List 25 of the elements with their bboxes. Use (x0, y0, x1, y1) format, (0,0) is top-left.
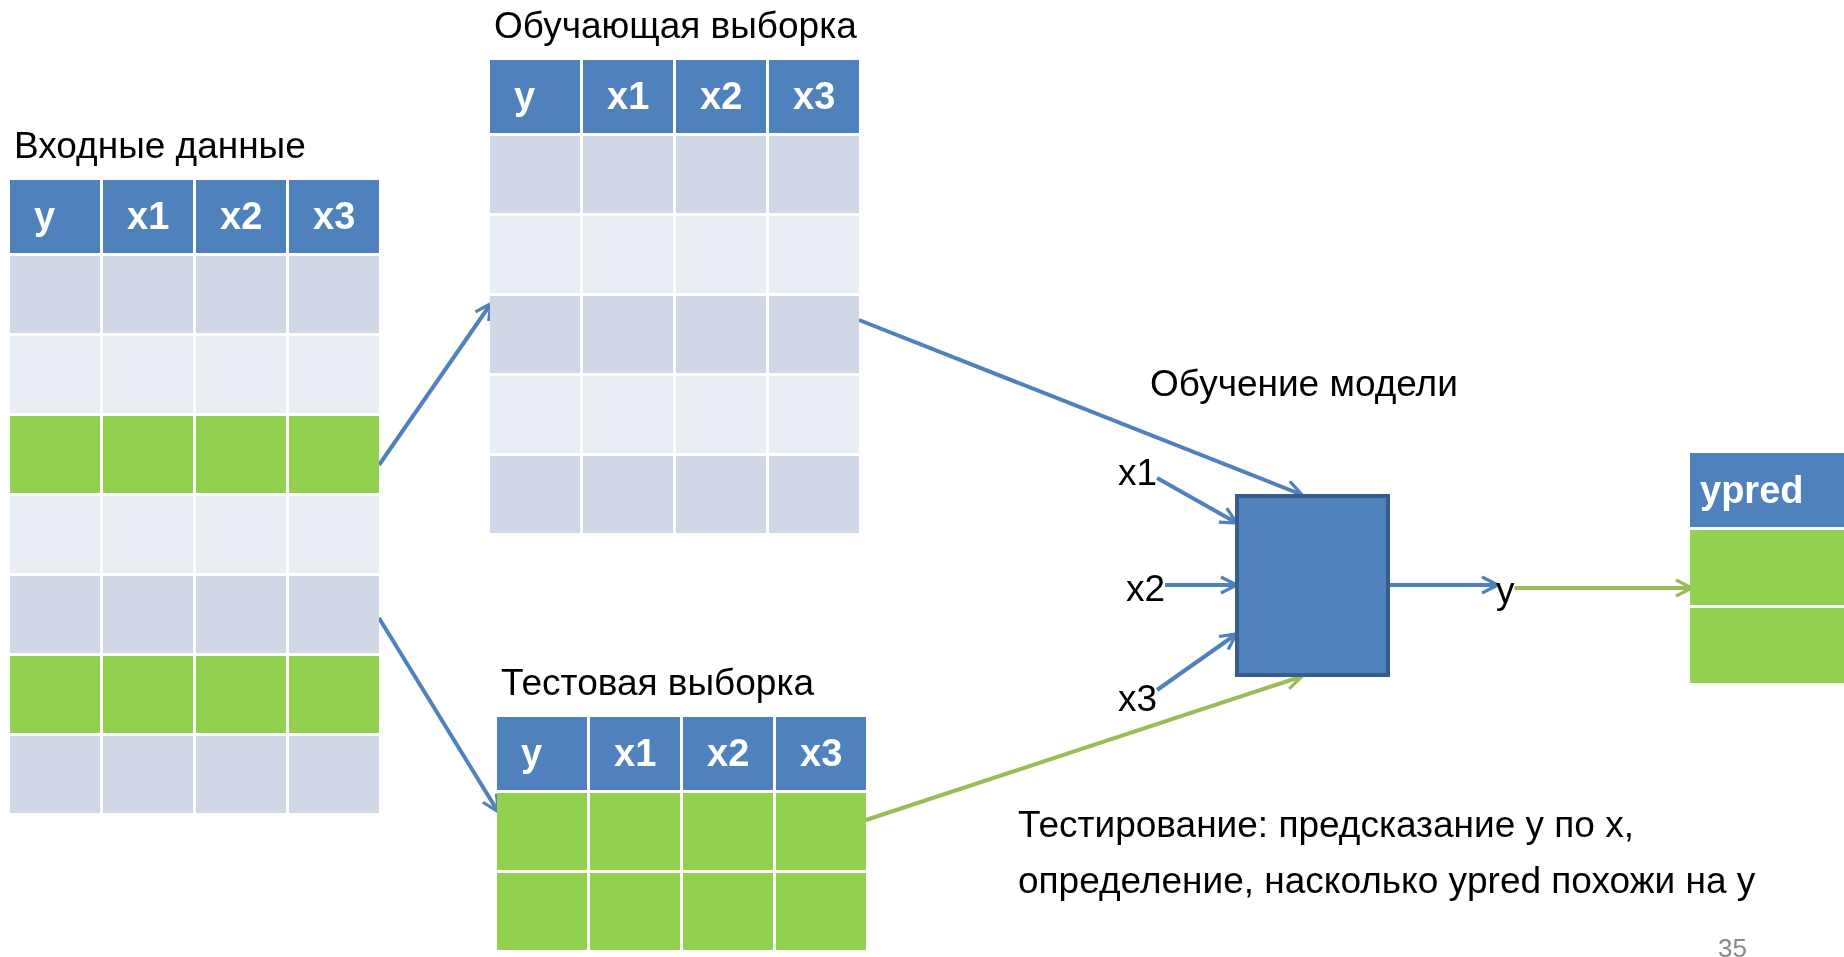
arrow (1390, 575, 1500, 595)
variable-label: x1 (1118, 452, 1158, 494)
column-header: x2 (683, 717, 773, 790)
model-box (1235, 494, 1390, 677)
column-header: x2 (676, 60, 766, 133)
variable-label: x2 (1126, 568, 1166, 610)
table-title: Обучающая выборка (494, 5, 857, 47)
column-header: x1 (583, 60, 673, 133)
column-header: x3 (776, 717, 866, 790)
column-header: x3 (769, 60, 859, 133)
page-number: 35 (1718, 935, 1748, 957)
column-header: y (497, 717, 587, 790)
variable-label: y (1496, 570, 1515, 612)
table-title: Тестовая выборка (501, 662, 815, 704)
column-header: x3 (289, 180, 379, 253)
column-header: x1 (590, 717, 680, 790)
variable-label: x3 (1118, 678, 1158, 720)
column-header: ypred (1690, 453, 1844, 527)
note-text: Тестирование: предсказание y по x, определение, насколько ypred похожи на y (1018, 803, 1757, 903)
column-header: x2 (196, 180, 286, 253)
column-header: y (490, 60, 580, 133)
section-title: Обучение модели (1150, 362, 1459, 406)
column-header: y (10, 180, 100, 253)
column-header: x1 (103, 180, 193, 253)
table-title: Входные данные (14, 125, 306, 167)
